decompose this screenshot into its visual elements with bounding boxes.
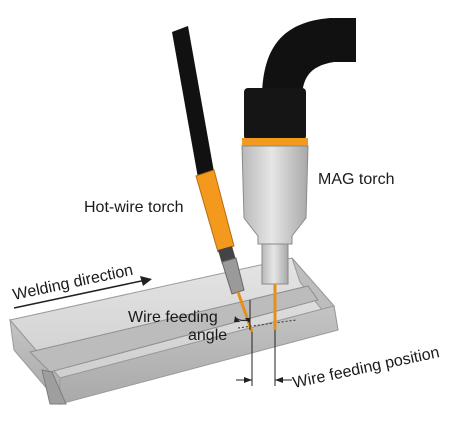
hot-wire-torch [172,26,254,333]
mag-orange-band [242,138,308,146]
wire-feeding-position-dimension [236,330,292,386]
hot-wire-tip [221,257,245,295]
mag-contact-tip [261,243,289,285]
mag-torch [241,18,356,330]
wire-feeding-angle-label-line1: Wire feeding [128,309,218,326]
welding-direction-arrow [13,276,152,309]
workpiece [9,257,339,406]
mag-nozzle [241,145,309,245]
wire-feeding-position-label: Wire feeding position [291,344,441,392]
mag-cable [262,18,356,100]
hot-wire-orange-grip [195,169,235,253]
mag-torch-label: MAG torch [318,171,394,188]
wire-feeding-angle-label-line2: angle [188,327,227,344]
joint-line [237,319,297,329]
mag-neck [244,88,306,140]
wire-feeding-angle-marker [234,300,251,330]
hot-wire-handle [172,26,214,178]
hot-wire-torch-label: Hot-wire torch [84,199,184,216]
